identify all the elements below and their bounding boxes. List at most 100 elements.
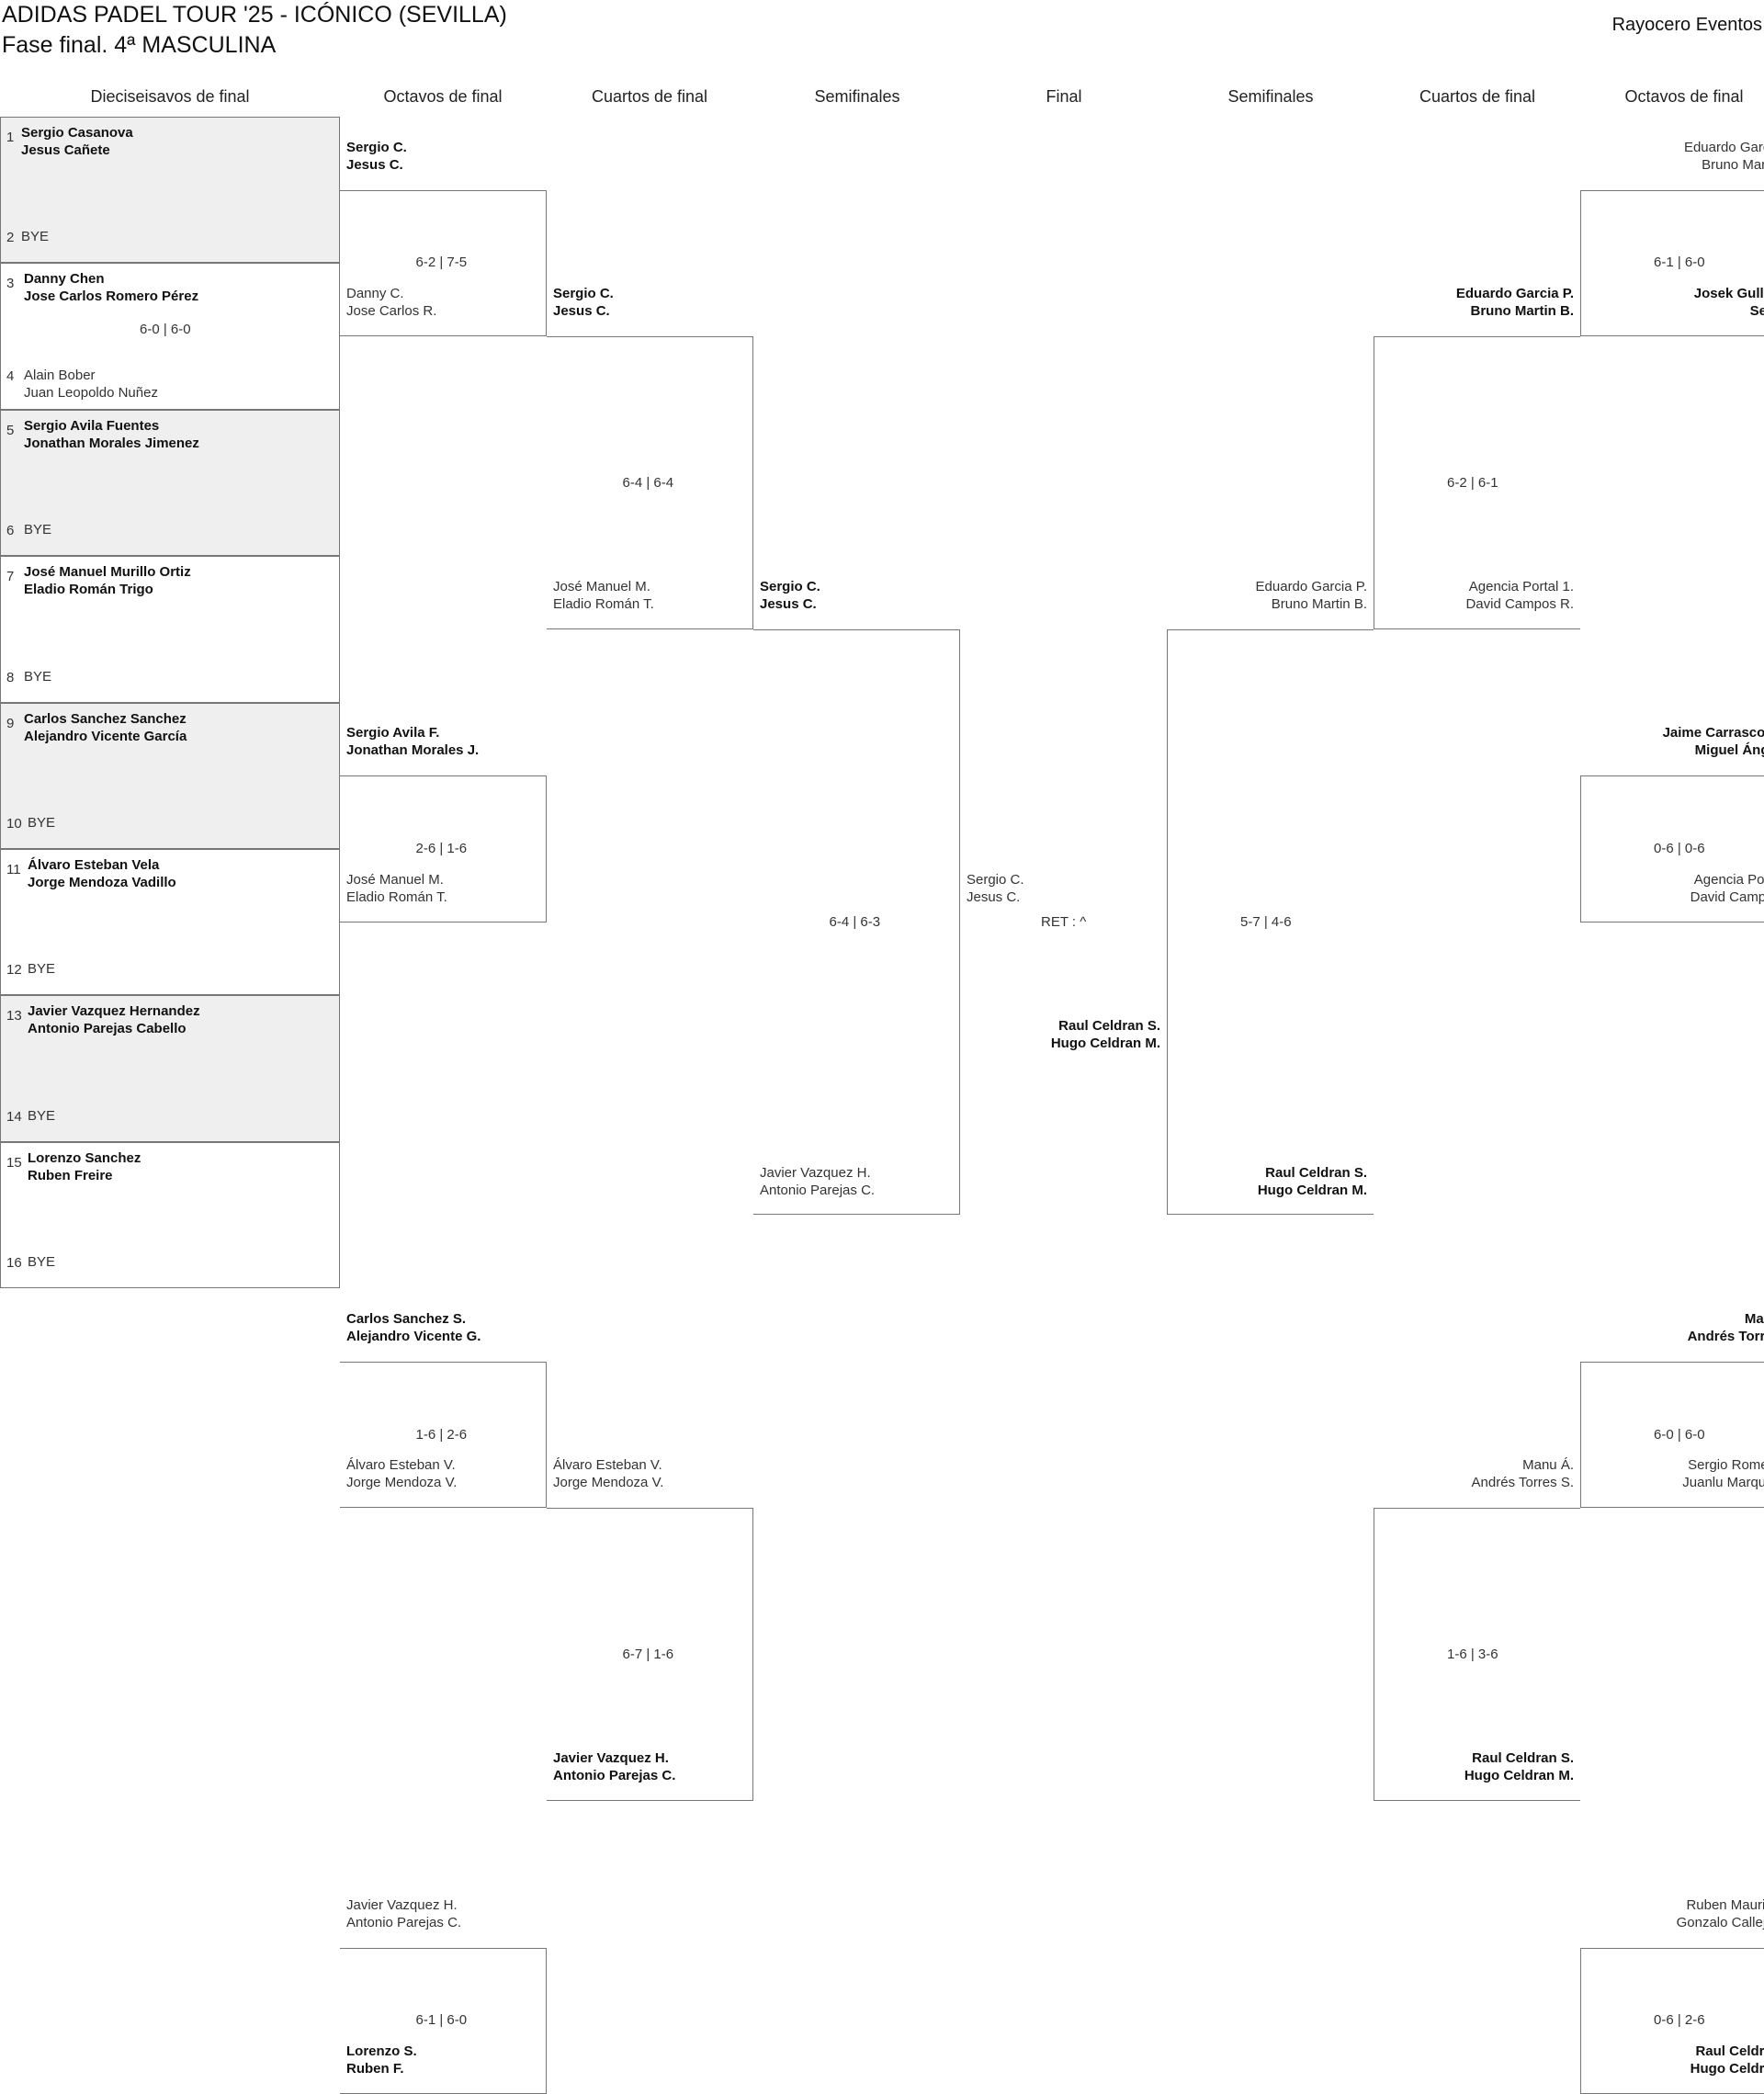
seed-number: 2 — [6, 230, 15, 246]
r16-team-name: Ruben F. — [346, 2060, 404, 2077]
round-header: Octavos de final — [383, 87, 503, 106]
seed-number: 13 — [6, 1008, 22, 1024]
qf-team-name: Antonio Parejas C. — [553, 1768, 676, 1784]
r16-team-name: Javier Vazquez H. — [346, 1896, 458, 1913]
r32-team-name: Antonio Parejas Cabello — [28, 1021, 187, 1037]
r16-team-name: Antonio Parejas C. — [346, 1914, 462, 1930]
r32-team-name: Alejandro Vicente García — [24, 728, 187, 744]
match-connector — [340, 775, 547, 922]
seed-number: 1 — [6, 130, 15, 145]
seed-number: 9 — [6, 715, 15, 731]
qf-team-name: Manu Á. — [1522, 1457, 1574, 1474]
seed-number: 11 — [6, 862, 21, 877]
match-score: 5-7 | 4-6 — [1240, 913, 1292, 930]
r32-team-name: Javier Vazquez Hernandez — [28, 1003, 200, 1020]
round-header: Semifinales — [1227, 87, 1314, 106]
r16-team-name: David Campos — [1690, 889, 1764, 905]
qf-team-name: Eduardo Garcia P. — [1455, 286, 1574, 302]
r16-team-name: Jonathan Morales J. — [346, 742, 480, 759]
final-team-name: Hugo Celdran M. — [1050, 1036, 1160, 1052]
r32-team-name: Danny Chen — [24, 271, 105, 288]
r32-team-name: BYE — [28, 1254, 56, 1271]
sf-team-name: Raul Celdran S. — [1265, 1164, 1367, 1181]
match-score: 6-1 | 6-0 — [415, 2012, 468, 2029]
match-score: 6-7 | 1-6 — [622, 1646, 674, 1662]
qf-team-name: Eladio Román T. — [553, 595, 654, 612]
qf-team-name: Bruno Martin B. — [1470, 303, 1575, 320]
r32-team-name: Jesus Cañete — [21, 142, 110, 158]
qf-team-name: José Manuel M. — [553, 578, 650, 594]
r16-team-name: Manu — [1744, 1310, 1764, 1327]
r16-team-name: Jorge Mendoza V. — [346, 1475, 458, 1491]
sf-team-name: Javier Vazquez H. — [760, 1164, 871, 1181]
r16-team-name: José Manuel M. — [346, 871, 444, 888]
organizer-name: Rayocero Eventos — [1611, 15, 1762, 35]
round-header: Octavos de final — [1624, 87, 1744, 106]
sf-team-name: Antonio Parejas C. — [760, 1182, 876, 1198]
r32-team-name: Jose Carlos Romero Pérez — [24, 289, 199, 305]
match-score: 0-6 | 2-6 — [1654, 2012, 1705, 2029]
match-score: RET : ^ — [1041, 913, 1087, 930]
r16-team-name: Ruben Mauriño — [1686, 1896, 1764, 1913]
r32-match-cell — [0, 409, 340, 557]
r32-team-name: BYE — [24, 522, 52, 538]
r32-match-cell — [0, 1141, 340, 1289]
match-connector — [753, 628, 960, 1216]
seed-number: 6 — [6, 523, 15, 539]
r32-team-name: Álvaro Esteban Vela — [28, 857, 160, 873]
r32-team-name: BYE — [28, 1107, 56, 1124]
seed-number: 8 — [6, 669, 15, 685]
r32-match-cell — [0, 702, 340, 849]
seed-number: 10 — [6, 816, 22, 832]
r32-team-name: Sergio Avila Fuentes — [24, 417, 160, 434]
r16-team-name: Gonzalo Callejas — [1676, 1914, 1764, 1930]
match-score: 2-6 | 1-6 — [415, 841, 468, 856]
match-connector — [547, 336, 753, 629]
r32-team-name: BYE — [28, 961, 56, 978]
seed-number: 4 — [6, 368, 15, 385]
match-score: 6-1 | 6-0 — [1654, 255, 1705, 271]
match-connector — [1580, 189, 1764, 337]
seed-number: 5 — [6, 422, 15, 438]
match-connector — [1580, 775, 1764, 922]
seed-number: 14 — [6, 1108, 22, 1125]
r32-team-name: Juan Leopoldo Nuñez — [24, 385, 158, 402]
phase-subtitle: Fase final. 4ª MASCULINA — [2, 32, 277, 58]
sf-team-name: Eduardo Garcia P. — [1255, 578, 1367, 594]
sf-team-name: Bruno Martin B. — [1271, 595, 1367, 612]
r16-team-name: Eduardo Garcia — [1683, 139, 1764, 155]
r32-team-name: BYE — [24, 668, 52, 685]
match-score: 1-6 | 2-6 — [415, 1426, 468, 1443]
r16-team-name: Juanlu Marquez — [1682, 1475, 1764, 1491]
r16-team-name: Eladio Román T. — [346, 889, 447, 905]
sf-team-name: Hugo Celdran M. — [1257, 1182, 1367, 1198]
r32-team-name: Alain Bober — [24, 368, 96, 384]
final-team-name: Jesus C. — [967, 889, 1021, 905]
match-connector — [340, 189, 547, 337]
match-score: 1-6 | 3-6 — [1447, 1646, 1498, 1662]
r16-team-name: Danny C. — [346, 286, 404, 302]
r16-team-name: Sergio C. — [346, 139, 407, 155]
match-score: 6-2 | 6-1 — [1447, 474, 1498, 491]
qf-team-name: Javier Vazquez H. — [553, 1750, 669, 1767]
seed-number: 3 — [6, 276, 15, 292]
r16-team-name: Josek Gullon — [1693, 286, 1764, 302]
tournament-title: ADIDAS PADEL TOUR '25 - ICÓNICO (SEVILLA… — [2, 2, 507, 28]
r16-team-name: Lorenzo S. — [346, 2043, 417, 2059]
round-header: Dieciseisavos de final — [90, 87, 250, 106]
match-connector — [1374, 336, 1580, 629]
r16-team-name: Raul Celdran — [1695, 2043, 1764, 2059]
r32-team-name: Jonathan Morales Jimenez — [24, 435, 199, 451]
qf-team-name: Jesus C. — [553, 303, 610, 320]
qf-team-name: Hugo Celdran M. — [1464, 1768, 1574, 1784]
seed-number: 16 — [6, 1255, 22, 1272]
r16-team-name: Serg — [1749, 303, 1764, 320]
r32-team-name: Eladio Román Trigo — [24, 582, 153, 598]
r32-match-cell — [0, 849, 340, 996]
r16-team-name: Jaime Carrascosa — [1662, 725, 1764, 741]
match-connector — [1167, 628, 1374, 1216]
match-score: 6-0 | 6-0 — [1654, 1426, 1705, 1443]
qf-team-name: Álvaro Esteban V. — [553, 1457, 662, 1474]
r16-team-name: Miguel Ángel — [1694, 742, 1764, 759]
r16-team-name: Álvaro Esteban V. — [346, 1457, 456, 1474]
